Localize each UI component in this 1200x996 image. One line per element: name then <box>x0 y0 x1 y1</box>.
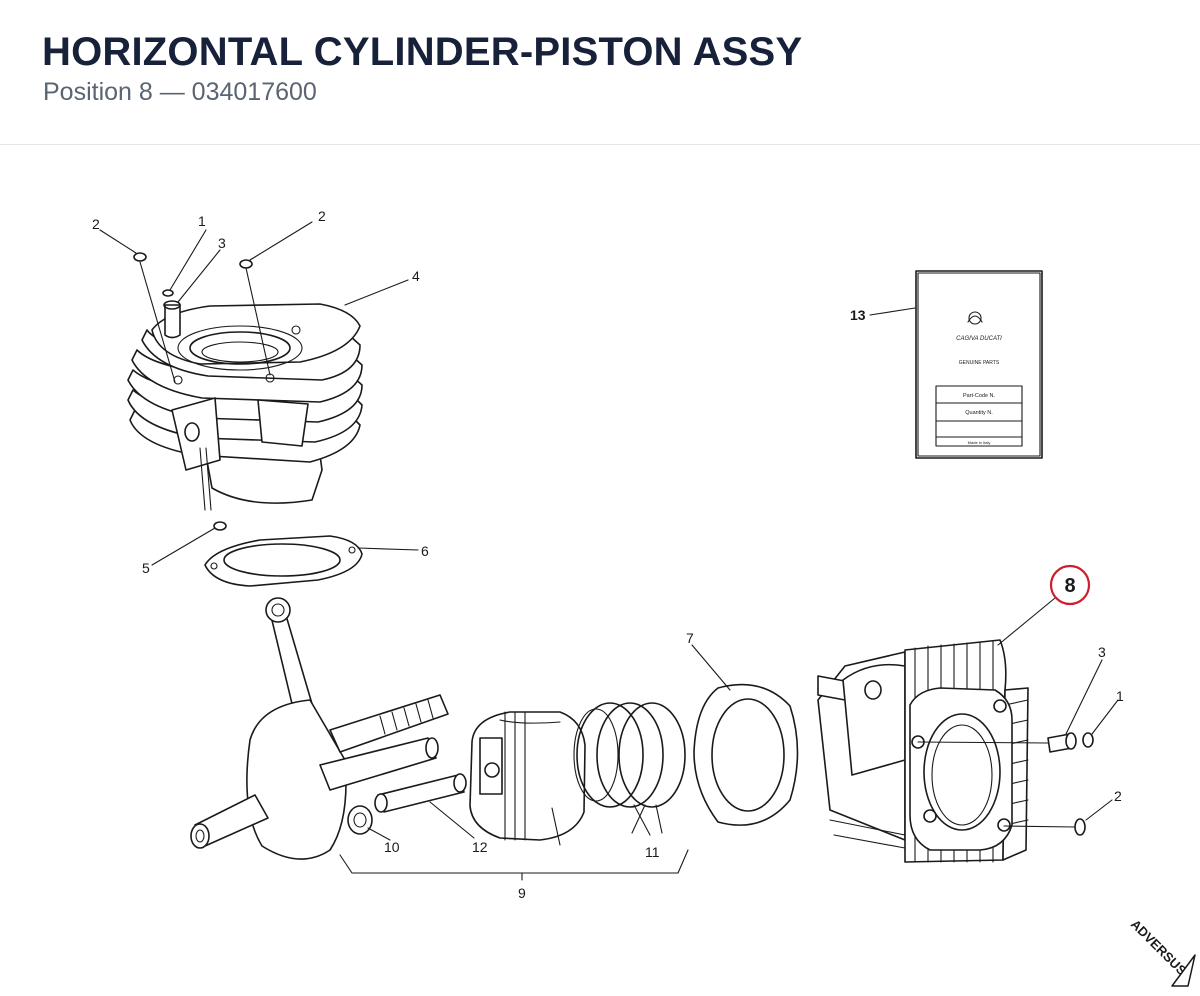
callout-1-top: 1 <box>198 213 206 229</box>
watermark-text: ADVERSUS <box>1128 917 1190 979</box>
booklet-brand: CAGIVA DUCATI <box>956 336 1002 342</box>
leader-lines <box>99 221 1119 881</box>
adversus-watermark: ADVERSUS <box>1128 917 1190 979</box>
callout-3-right: 3 <box>1098 644 1106 660</box>
head-gasket-part-6[interactable] <box>204 535 363 587</box>
booklet-part-code: Part-Code N. <box>963 393 996 399</box>
piston-rings-part-11[interactable] <box>573 702 686 834</box>
vertical-cylinder-part-4[interactable] <box>127 303 363 511</box>
base-gasket-part-7[interactable] <box>693 683 799 826</box>
callout-1-right: 1 <box>1116 688 1124 704</box>
callout-3-top: 3 <box>218 235 226 251</box>
small-parts-right[interactable] <box>917 732 1094 836</box>
callout-13: 13 <box>850 307 866 323</box>
page-subtitle: Position 8 — 034017600 <box>43 78 317 106</box>
page-title: HORIZONTAL CYLINDER-PISTON ASSY <box>42 30 803 74</box>
callout-4: 4 <box>412 268 420 284</box>
parts-booklet-part-13[interactable]: CAGIVA DUCATI GENUINE PARTS Part-Code N.… <box>915 270 1043 459</box>
watermark-arrow-icon <box>1171 954 1196 987</box>
callout-12: 12 <box>472 839 488 855</box>
piston[interactable] <box>469 711 586 846</box>
callout-2-right: 2 <box>1114 788 1122 804</box>
booklet-quantity: Quantity N. <box>965 410 993 416</box>
booklet-genuine-parts: GENUINE PARTS <box>959 360 1000 366</box>
small-parts-top-left[interactable] <box>133 252 271 531</box>
exploded-parts-diagram: CAGIVA DUCATI GENUINE PARTS Part-Code N.… <box>0 145 1200 991</box>
wrist-pin-part-12[interactable] <box>374 773 467 813</box>
callout-labels: 2 1 3 2 4 5 6 7 3 1 2 10 12 11 9 13 <box>92 208 1124 901</box>
callout-8: 8 <box>1064 575 1075 597</box>
callout-2-top: 2 <box>318 208 326 224</box>
callout-10: 10 <box>384 839 400 855</box>
callout-7: 7 <box>686 630 694 646</box>
callout-11: 11 <box>645 844 660 860</box>
booklet-made-in: Made in Italy <box>968 440 991 445</box>
callout-6: 6 <box>421 543 429 559</box>
callout-9: 9 <box>518 885 526 901</box>
callout-2-left: 2 <box>92 216 100 232</box>
page-header: HORIZONTAL CYLINDER-PISTON ASSY Position… <box>0 0 1200 145</box>
callout-5: 5 <box>142 560 150 576</box>
crankshaft-assembly-part-9[interactable] <box>190 597 449 860</box>
callout-8-highlight[interactable]: 8 <box>1049 564 1091 606</box>
horizontal-cylinder-part-8[interactable] <box>817 639 1029 863</box>
